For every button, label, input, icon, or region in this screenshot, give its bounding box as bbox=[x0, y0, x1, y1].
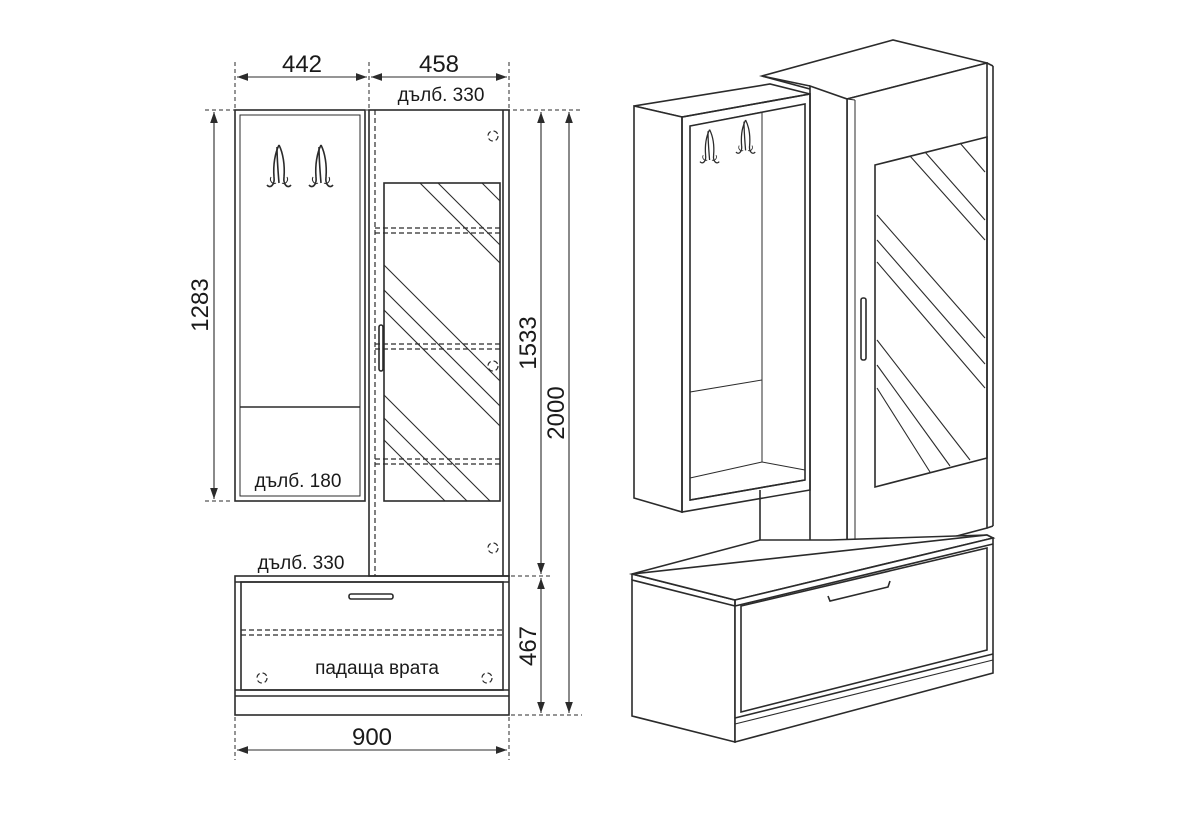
handle-icon bbox=[378, 324, 384, 372]
note-drop-door: падаща врата bbox=[315, 658, 439, 679]
perspective-hanger bbox=[633, 83, 811, 514]
perspective-wardrobe bbox=[758, 39, 994, 567]
extension-lines bbox=[205, 62, 582, 760]
dim-bench-height: 467 bbox=[515, 626, 542, 666]
handle-icon bbox=[827, 580, 891, 602]
perspective-view bbox=[628, 39, 996, 744]
hinge-icon bbox=[487, 130, 499, 554]
coat-hook-icon bbox=[308, 144, 334, 188]
handle-icon bbox=[348, 593, 394, 600]
dimension-lines bbox=[210, 73, 573, 754]
perspective-bench bbox=[628, 534, 996, 744]
dim-total-width: 900 bbox=[352, 724, 392, 751]
hinge-icon bbox=[481, 672, 493, 684]
dim-upper-height: 1283 bbox=[187, 278, 214, 331]
note-bench-depth: дълб. 330 bbox=[258, 553, 345, 574]
front-view: 442 458 900 1283 1533 2000 467 дълб. 330… bbox=[187, 51, 582, 760]
wardrobe-unit bbox=[368, 109, 510, 577]
coat-hook-icon bbox=[699, 128, 720, 164]
note-wardrobe-depth: дълб. 330 bbox=[398, 85, 485, 106]
perspective-mirror-reflection bbox=[876, 142, 986, 473]
handle-icon bbox=[860, 297, 867, 361]
dim-right-width: 458 bbox=[419, 51, 459, 78]
coat-hook-icon bbox=[266, 144, 292, 188]
hanger-unit bbox=[234, 109, 366, 502]
dim-total-height: 2000 bbox=[543, 386, 570, 439]
mirror-reflection bbox=[383, 182, 501, 502]
hinge-icon bbox=[256, 672, 268, 684]
coat-hook-icon bbox=[735, 119, 756, 154]
bench-unit bbox=[234, 575, 510, 716]
dim-left-width: 442 bbox=[282, 51, 322, 78]
note-hanger-depth: дълб. 180 bbox=[255, 471, 342, 492]
dim-cabinet-height: 1533 bbox=[515, 316, 542, 369]
